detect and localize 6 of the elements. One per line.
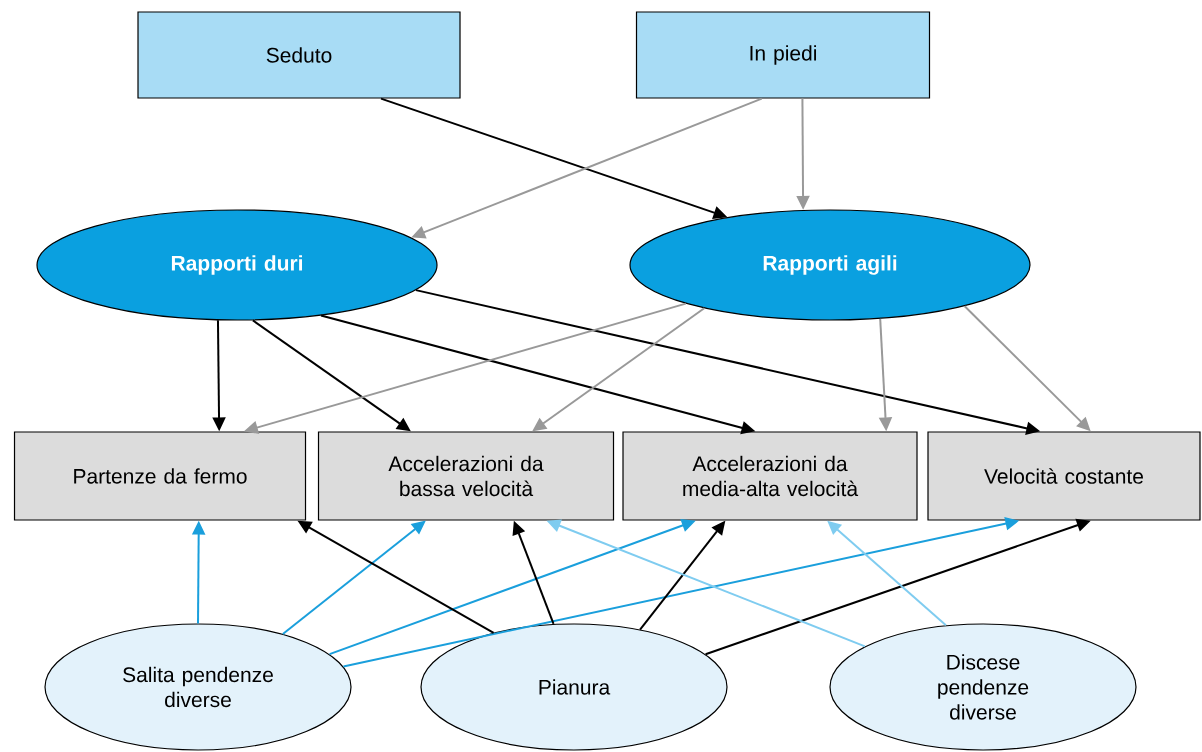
position-box: Seduto bbox=[137, 11, 461, 99]
situation-box: Accelerazioni da bassa velocità bbox=[317, 431, 615, 521]
situation-box: Velocità costante bbox=[927, 431, 1201, 521]
situation-box: Partenze da fermo bbox=[13, 431, 307, 521]
position-box: In piedi bbox=[635, 11, 931, 99]
situation-box: Accelerazioni da media-alta velocità bbox=[622, 431, 918, 521]
